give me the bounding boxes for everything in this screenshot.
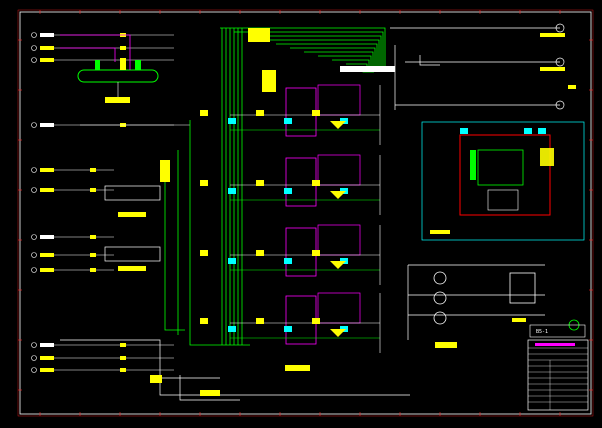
- top-right-pumps: [540, 23, 576, 110]
- bottom-header: [60, 339, 410, 401]
- control-loop-panel: [421, 121, 585, 241]
- drawing-frame: [17, 9, 594, 417]
- process-modules: [200, 66, 395, 353]
- top-right-piping: [390, 27, 560, 110]
- left-inlet-lines: [31, 32, 190, 373]
- title-block: B5-1: [527, 324, 589, 411]
- central-pipe-bus: [160, 27, 386, 346]
- drawing-code-label: B5-1: [536, 329, 548, 335]
- upper-left-vessel: [77, 58, 159, 103]
- magenta-feed-lines: [60, 34, 131, 70]
- border-ticks: [18, 10, 593, 416]
- bottom-collector: [150, 365, 310, 396]
- lower-right-pump-train: [407, 264, 580, 348]
